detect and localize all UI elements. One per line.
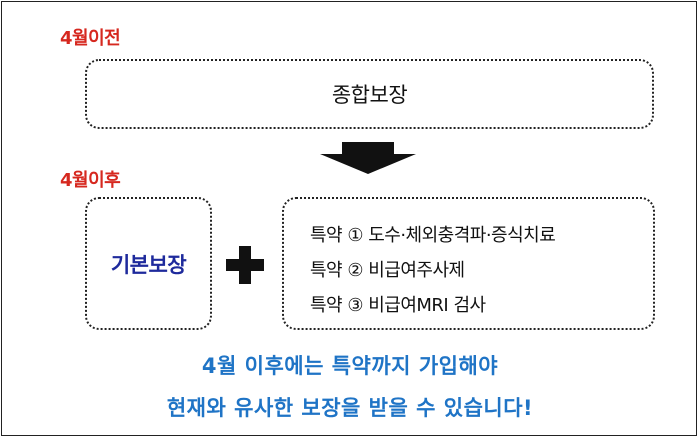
rider-item: 특약 ③ 비급여MRI 검사 [310,295,486,316]
comprehensive-coverage-text: 종합보장 [331,83,408,107]
basic-coverage-text: 기본보장 [110,252,187,277]
comprehensive-coverage-box: 종합보장 [85,59,654,129]
after-april-label: 4월이후 [60,170,121,191]
rider-coverage-box: 특약 ① 도수·체외충격파·증식치료 특약 ② 비급여주사제 특약 ③ 비급여M… [282,197,655,330]
before-april-label: 4월이전 [60,28,121,49]
caption-line-1: 4월 이후에는 특약까지 가입해야 [201,354,499,378]
rider-item: 특약 ① 도수·체외충격파·증식치료 [310,225,556,246]
basic-coverage-box: 기본보장 [85,197,212,330]
plus-icon [226,246,264,284]
caption-line-2: 현재와 유사한 보장을 받을 수 있습니다! [166,396,534,420]
arrow-down-icon [320,142,416,174]
rider-item: 특약 ② 비급여주사제 [310,260,465,281]
